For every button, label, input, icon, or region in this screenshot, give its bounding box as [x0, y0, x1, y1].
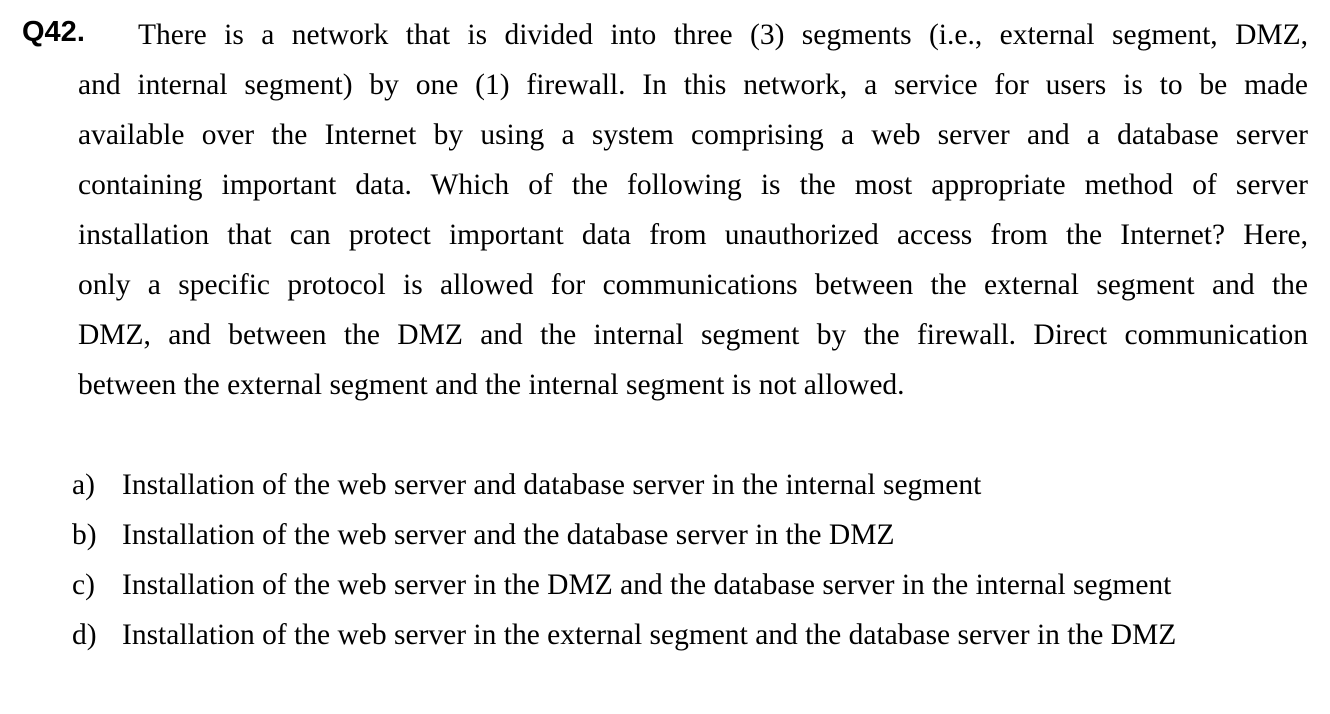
question-line: and internal segment) by one (1) firewal… — [78, 69, 1308, 101]
option-d[interactable]: d) Installation of the web server in the… — [72, 610, 1312, 660]
option-b[interactable]: b) Installation of the web server and th… — [72, 510, 1312, 560]
question-line: only a specific protocol is allowed for … — [78, 269, 1308, 301]
question-number: Q42. — [22, 16, 85, 48]
question-line: DMZ, and between the DMZ and the interna… — [78, 319, 1308, 351]
option-a[interactable]: a) Installation of the web server and da… — [72, 460, 1312, 510]
option-label: a) — [72, 469, 95, 501]
question-line: There is a network that is divided into … — [138, 19, 1308, 51]
option-label: d) — [72, 619, 97, 651]
question-line: available over the Internet by using a s… — [78, 119, 1308, 151]
question-line: containing important data. Which of the … — [78, 169, 1308, 201]
option-label: b) — [72, 519, 97, 551]
option-text: Installation of the web server and the d… — [122, 519, 895, 551]
question-line: between the external segment and the int… — [78, 369, 905, 401]
option-c[interactable]: c) Installation of the web server in the… — [72, 560, 1312, 610]
option-label: c) — [72, 569, 95, 601]
question-line: installation that can protect important … — [78, 219, 1308, 251]
option-text: Installation of the web server in the ex… — [122, 619, 1177, 651]
option-text: Installation of the web server in the DM… — [122, 569, 1172, 601]
option-text: Installation of the web server and datab… — [122, 469, 982, 501]
